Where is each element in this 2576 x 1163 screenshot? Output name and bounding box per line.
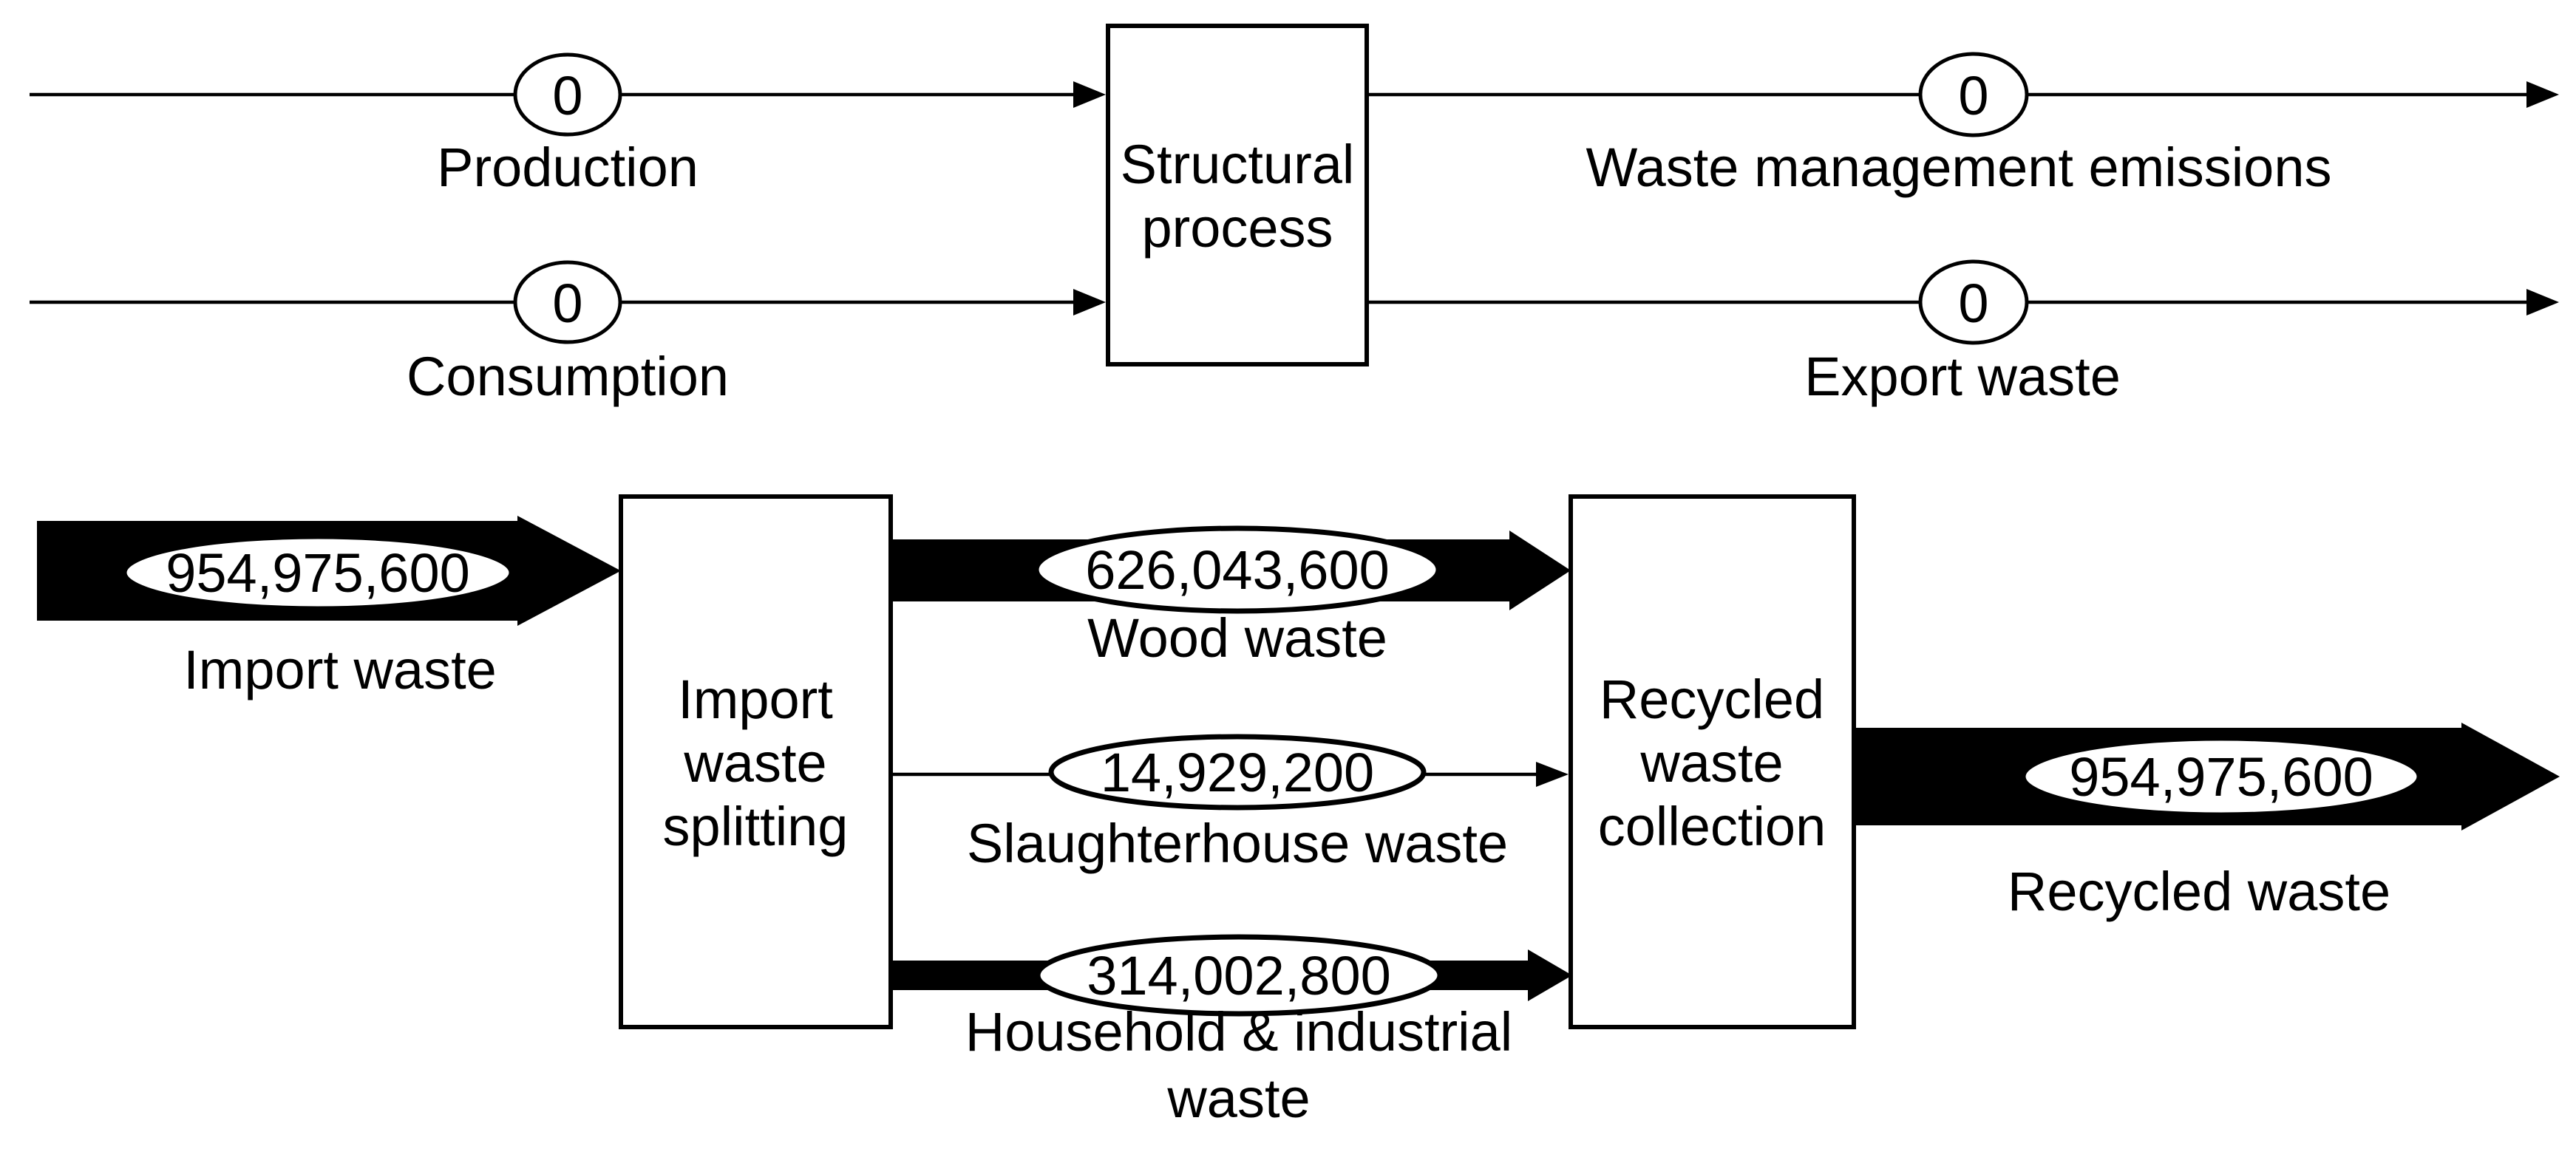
- flow-production: 0 Production: [30, 52, 1106, 198]
- flow-waste-management-emissions-value-ellipse: [1918, 52, 2029, 137]
- node-import-waste-splitting-label-line1: Import: [678, 669, 833, 730]
- flow-consumption: 0 Consumption: [30, 260, 1106, 407]
- flow-slaughterhouse-waste-value: 14,929,200: [1101, 742, 1374, 803]
- flow-production-label: Production: [437, 137, 699, 198]
- flow-export-waste-value-ellipse: [1918, 259, 2029, 345]
- node-import-waste-splitting-label-line3: splitting: [663, 796, 849, 857]
- node-recycled-waste-collection-label-line2: waste: [1639, 732, 1783, 794]
- flow-export-waste-arrowhead: [2526, 289, 2559, 316]
- node-recycled-waste-collection: Recycled waste collection: [1569, 494, 1856, 1029]
- flow-wood-waste-value: 626,043,600: [1085, 539, 1390, 601]
- node-recycled-waste-collection-label-line3: collection: [1598, 796, 1826, 857]
- flow-waste-management-emissions-label: Waste management emissions: [1586, 137, 2331, 198]
- flow-waste-management-emissions-arrowhead: [2526, 81, 2559, 108]
- flow-export-waste: 0 Export waste: [1369, 259, 2559, 407]
- flow-household-industrial-waste-value-ellipse: [1035, 934, 1443, 1017]
- flow-import-waste: 954,975,600 Import waste: [37, 516, 621, 700]
- flow-household-industrial-waste-label-line1: Household & industrial: [965, 1001, 1512, 1063]
- flow-household-industrial-waste-value: 314,002,800: [1087, 945, 1391, 1006]
- flow-consumption-value: 0: [552, 273, 582, 334]
- node-recycled-waste-collection-label-line1: Recycled: [1600, 669, 1824, 730]
- node-recycled-waste-collection-box: [1569, 494, 1856, 1029]
- flow-export-waste-value: 0: [1958, 273, 1988, 334]
- node-structural-process: Structural process: [1106, 24, 1369, 366]
- flow-household-industrial-waste-label-line2: waste: [1166, 1068, 1310, 1129]
- node-structural-process-label-line1: Structural: [1121, 134, 1355, 195]
- flow-wood-waste-value-ellipse: [1033, 525, 1441, 614]
- flow-production-value: 0: [552, 65, 582, 126]
- flow-export-waste-label: Export waste: [1804, 346, 2121, 407]
- flow-production-value-ellipse: [513, 52, 622, 137]
- flow-household-industrial-waste: 314,002,800 Household & industrial waste: [891, 934, 1572, 1129]
- flow-consumption-value-ellipse: [513, 260, 622, 344]
- node-structural-process-box: [1106, 24, 1369, 366]
- node-import-waste-splitting: Import waste splitting: [619, 494, 893, 1029]
- flow-consumption-arrowhead: [1073, 289, 1106, 316]
- flow-slaughterhouse-waste-value-ellipse: [1048, 734, 1427, 811]
- flow-recycled-waste-value: 954,975,600: [2069, 746, 2373, 808]
- flow-import-waste-value: 954,975,600: [166, 542, 470, 604]
- flow-slaughterhouse-waste: 14,929,200 Slaughterhouse waste: [893, 734, 1569, 874]
- flow-slaughterhouse-waste-arrowhead: [1536, 762, 1569, 787]
- flow-recycled-waste-label: Recycled waste: [2008, 861, 2390, 922]
- flow-consumption-label: Consumption: [407, 346, 729, 407]
- flow-recycled-waste-value-ellipse: [2020, 735, 2422, 818]
- flow-wood-waste-label: Wood waste: [1087, 607, 1387, 669]
- node-import-waste-splitting-label-line2: waste: [683, 732, 826, 794]
- flow-waste-management-emissions: 0 Waste management emissions: [1369, 52, 2559, 198]
- flow-recycled-waste: 954,975,600 Recycled waste: [1854, 723, 2560, 922]
- flow-import-waste-label: Import waste: [183, 639, 497, 700]
- flow-import-waste-value-ellipse: [121, 533, 514, 612]
- flow-wood-waste: 626,043,600 Wood waste: [891, 525, 1571, 669]
- flow-slaughterhouse-waste-label: Slaughterhouse waste: [967, 813, 1508, 874]
- flow-waste-management-emissions-value: 0: [1958, 65, 1988, 126]
- node-structural-process-label-line2: process: [1141, 197, 1333, 259]
- node-import-waste-splitting-box: [619, 494, 893, 1029]
- flow-production-arrowhead: [1073, 81, 1106, 108]
